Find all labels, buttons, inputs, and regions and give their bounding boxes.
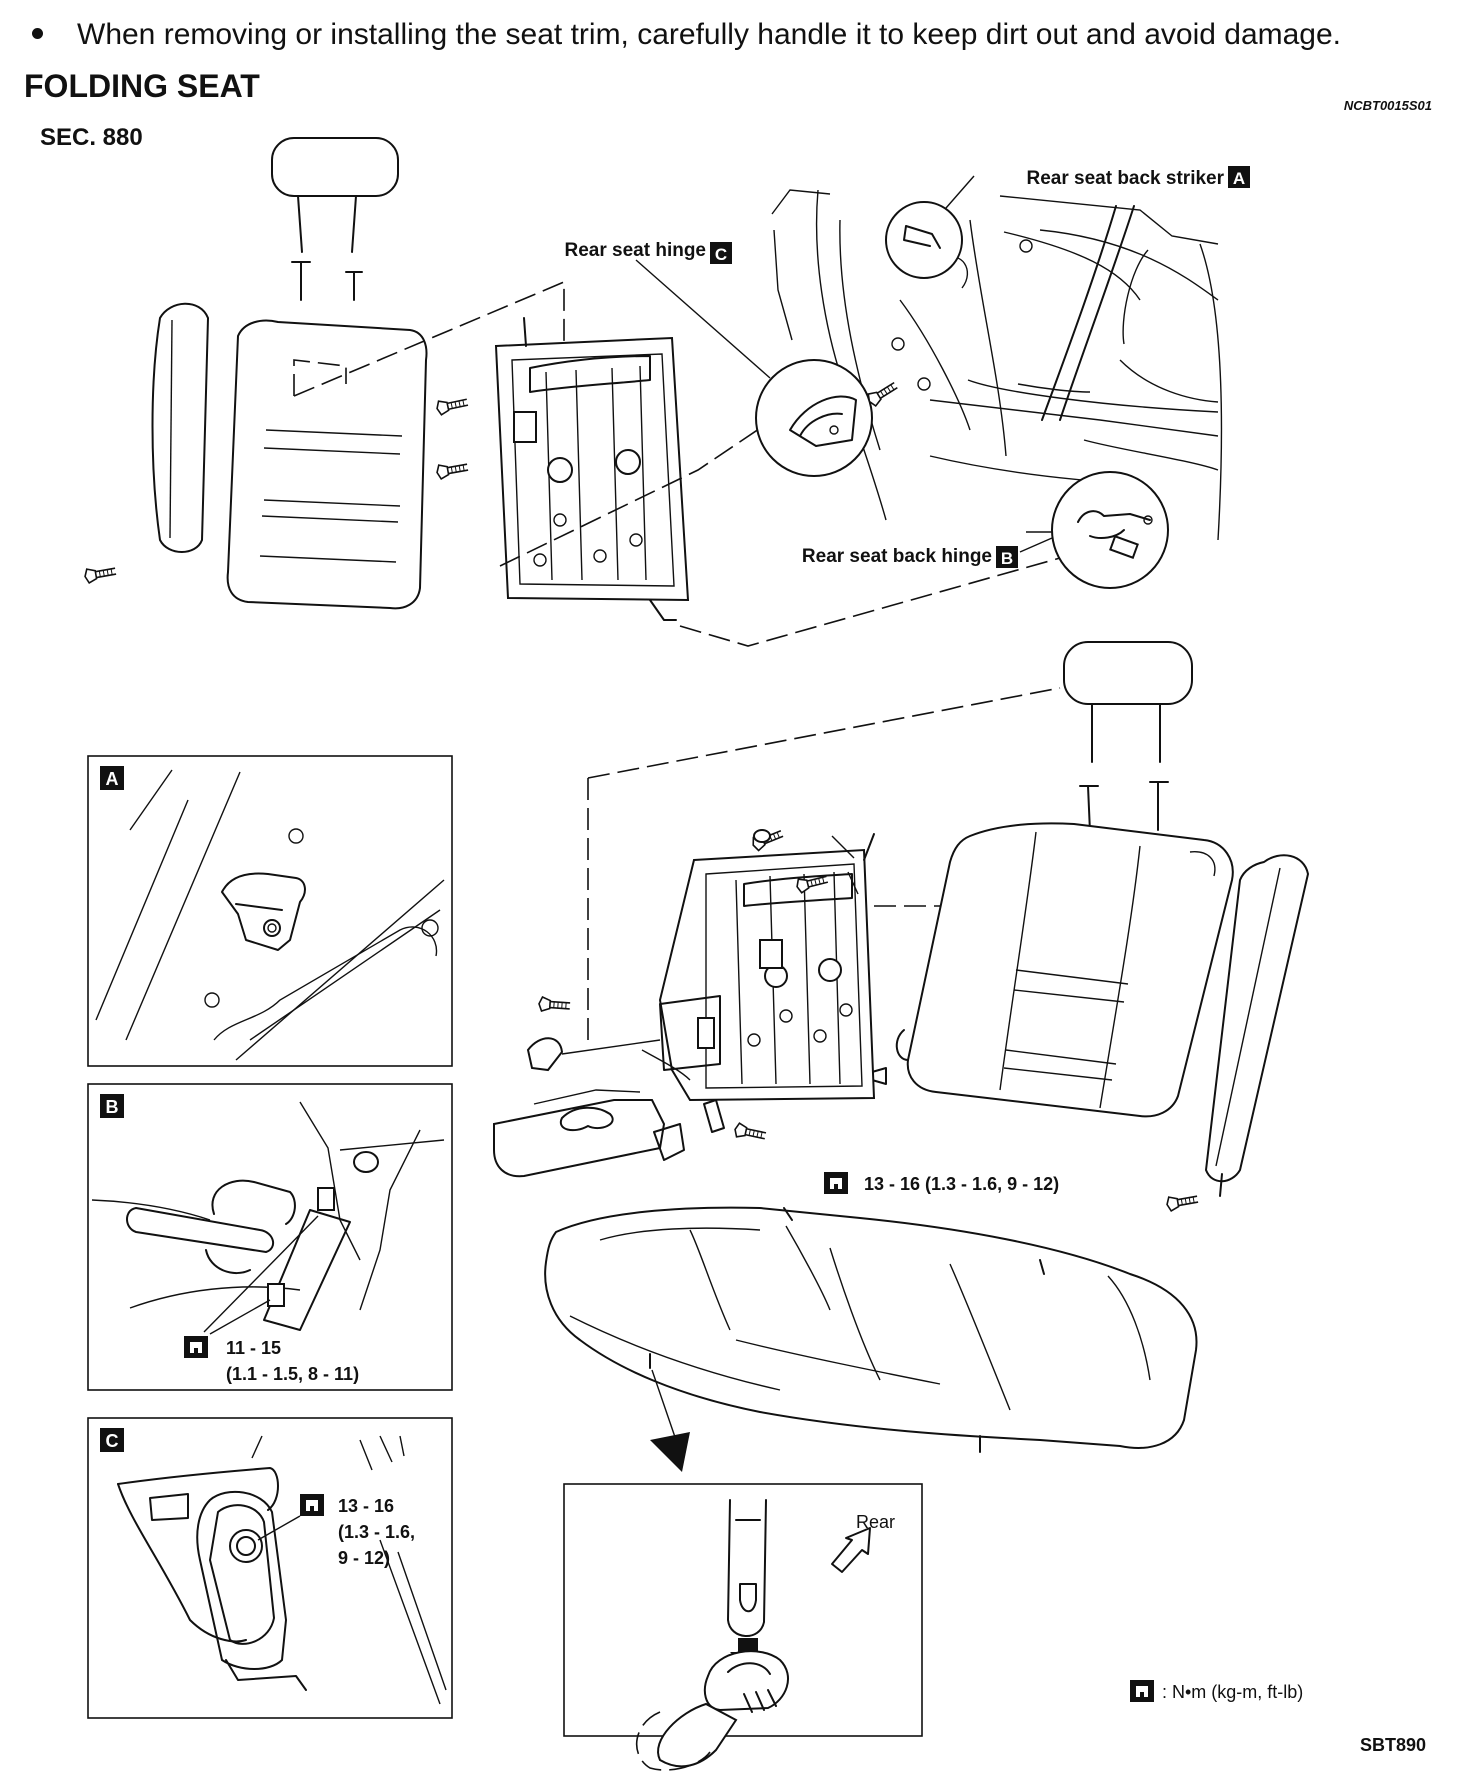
torque-c-line3: 9 - 12)	[338, 1548, 390, 1568]
torque-b-line2: (1.1 - 1.5, 8 - 11)	[226, 1364, 359, 1384]
headrest-upper	[271, 137, 399, 301]
legend-text: : N•m (kg-m, ft-lb)	[1162, 1682, 1303, 1702]
seat-back-frame-lower	[641, 833, 876, 1102]
rear-label: Rear	[856, 1512, 895, 1532]
figure-code: SBT890	[1359, 1735, 1426, 1755]
hinge-label: Rear seat hinge	[565, 240, 707, 261]
torque-c-line2: (1.3 - 1.6,	[338, 1522, 415, 1542]
reference-code: NCBT0015S01	[1343, 98, 1432, 113]
striker-callout-circle	[885, 175, 975, 279]
detail-box-b: B 11 - 15 (1.1 - 1.5, 8 - 11)	[87, 1083, 453, 1391]
detail-box-a: A	[87, 755, 453, 1067]
torque-c-line1: 13 - 16	[338, 1496, 394, 1516]
detail-c-letter: C	[106, 1431, 119, 1451]
seat-back-frame-upper	[494, 317, 690, 621]
detail-box-c: C 13 - 16 (1.3 - 1.6, 9 - 12)	[87, 1417, 453, 1719]
back-hinge-callout-circle	[1019, 471, 1169, 589]
seat-hook-detail-box: Rear	[563, 1483, 923, 1771]
detail-b-letter: B	[106, 1097, 119, 1117]
back-hinge-label: Rear seat back hinge	[802, 546, 992, 567]
section-title: FOLDING SEAT	[24, 68, 260, 104]
headrest-lower	[1063, 641, 1193, 833]
sec-label: SEC. 880	[40, 124, 143, 151]
seat-back-cover-lower	[493, 1089, 666, 1178]
striker-label: Rear seat back striker	[1026, 168, 1224, 189]
seat-back-side-trim-right	[1204, 854, 1310, 1197]
seat-back-side-trim-left	[151, 302, 210, 553]
bullet-note: When removing or installing the seat tri…	[24, 18, 1341, 52]
seat-back-cushion-upper	[226, 319, 428, 610]
seat-back-cushion-lower	[895, 822, 1234, 1118]
bullet-text: When removing or installing the seat tri…	[77, 18, 1342, 51]
hinge-callout-circle	[635, 259, 901, 477]
detail-a-letter: A	[106, 769, 119, 789]
bullet-icon	[32, 28, 43, 40]
seat-cushion	[544, 1206, 1198, 1453]
vehicle-body-upper-right	[771, 189, 1223, 541]
back-hinge-letter: B	[1001, 549, 1013, 568]
striker-letter: A	[1233, 169, 1245, 188]
hinge-letter: C	[715, 245, 727, 264]
torque-main: 13 - 16 (1.3 - 1.6, 9 - 12)	[864, 1174, 1059, 1194]
torque-b-line1: 11 - 15	[226, 1338, 281, 1358]
